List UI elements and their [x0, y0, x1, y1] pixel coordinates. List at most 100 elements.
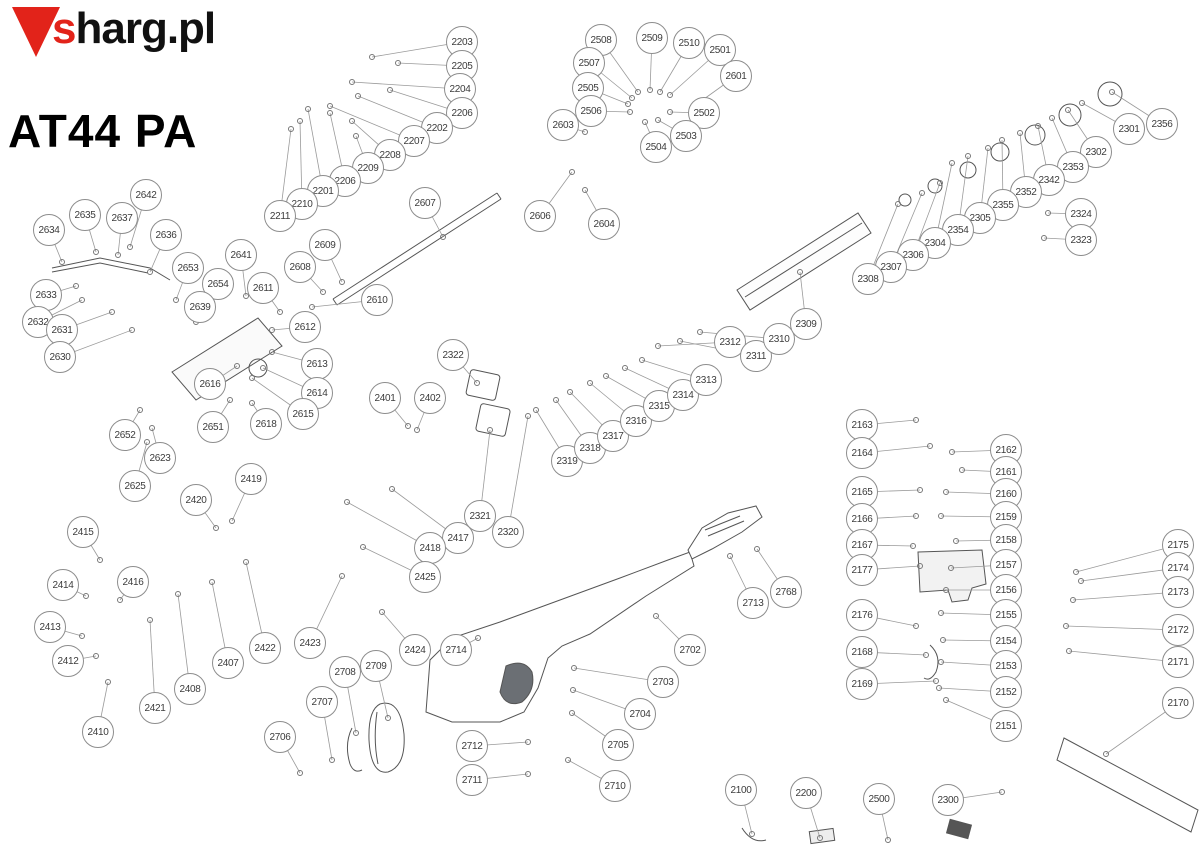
part-balloon-2420[interactable]: 2420 — [180, 484, 212, 516]
part-balloon-2163[interactable]: 2163 — [846, 409, 878, 441]
part-balloon-2705[interactable]: 2705 — [602, 729, 634, 761]
part-balloon-2177[interactable]: 2177 — [846, 554, 878, 586]
part-balloon-2314[interactable]: 2314 — [667, 379, 699, 411]
part-balloon-2173[interactable]: 2173 — [1162, 576, 1194, 608]
part-balloon-2206[interactable]: 2206 — [446, 97, 478, 129]
part-balloon-2709[interactable]: 2709 — [360, 650, 392, 682]
part-balloon-2703[interactable]: 2703 — [647, 666, 679, 698]
part-balloon-2200[interactable]: 2200 — [790, 777, 822, 809]
part-balloon-2419[interactable]: 2419 — [235, 463, 267, 495]
part-balloon-2423[interactable]: 2423 — [294, 627, 326, 659]
part-balloon-2322[interactable]: 2322 — [437, 339, 469, 371]
part-balloon-2308[interactable]: 2308 — [852, 263, 884, 295]
part-balloon-2641[interactable]: 2641 — [225, 239, 257, 271]
part-balloon-2631[interactable]: 2631 — [46, 314, 78, 346]
part-balloon-2706[interactable]: 2706 — [264, 721, 296, 753]
part-balloon-2714[interactable]: 2714 — [440, 634, 472, 666]
part-balloon-2603[interactable]: 2603 — [547, 109, 579, 141]
part-balloon-2510[interactable]: 2510 — [673, 27, 705, 59]
part-balloon-2708[interactable]: 2708 — [329, 656, 361, 688]
part-balloon-2635[interactable]: 2635 — [69, 199, 101, 231]
part-balloon-2300[interactable]: 2300 — [932, 784, 964, 816]
part-balloon-2169[interactable]: 2169 — [846, 668, 878, 700]
sharg-logo[interactable]: sharg.pl — [10, 4, 216, 61]
part-balloon-2606[interactable]: 2606 — [524, 200, 556, 232]
part-balloon-2410[interactable]: 2410 — [82, 716, 114, 748]
part-balloon-2651[interactable]: 2651 — [197, 411, 229, 443]
part-balloon-2418[interactable]: 2418 — [414, 532, 446, 564]
part-balloon-2710[interactable]: 2710 — [599, 770, 631, 802]
part-balloon-2168[interactable]: 2168 — [846, 636, 878, 668]
part-balloon-2503[interactable]: 2503 — [670, 120, 702, 152]
part-balloon-2301[interactable]: 2301 — [1113, 113, 1145, 145]
part-balloon-2610[interactable]: 2610 — [361, 284, 393, 316]
part-balloon-2702[interactable]: 2702 — [674, 634, 706, 666]
part-balloon-2509[interactable]: 2509 — [636, 22, 668, 54]
part-balloon-2412[interactable]: 2412 — [52, 645, 84, 677]
part-balloon-2707[interactable]: 2707 — [306, 686, 338, 718]
part-balloon-2618[interactable]: 2618 — [250, 408, 282, 440]
part-balloon-2636[interactable]: 2636 — [150, 219, 182, 251]
part-balloon-2172[interactable]: 2172 — [1162, 614, 1194, 646]
part-balloon-2323[interactable]: 2323 — [1065, 224, 1097, 256]
part-balloon-2211[interactable]: 2211 — [264, 200, 296, 232]
part-balloon-2713[interactable]: 2713 — [737, 587, 769, 619]
part-balloon-2712[interactable]: 2712 — [456, 730, 488, 762]
part-balloon-2176[interactable]: 2176 — [846, 599, 878, 631]
part-balloon-2500[interactable]: 2500 — [863, 783, 895, 815]
part-balloon-2615[interactable]: 2615 — [287, 398, 319, 430]
part-balloon-2611[interactable]: 2611 — [247, 272, 279, 304]
part-balloon-2504[interactable]: 2504 — [640, 131, 672, 163]
part-balloon-2315[interactable]: 2315 — [643, 390, 675, 422]
part-balloon-2609[interactable]: 2609 — [309, 229, 341, 261]
part-balloon-2152[interactable]: 2152 — [990, 676, 1022, 708]
part-balloon-2408[interactable]: 2408 — [174, 673, 206, 705]
part-balloon-2416[interactable]: 2416 — [117, 566, 149, 598]
part-balloon-2414[interactable]: 2414 — [47, 569, 79, 601]
part-balloon-2100[interactable]: 2100 — [725, 774, 757, 806]
part-balloon-2170[interactable]: 2170 — [1162, 687, 1194, 719]
part-balloon-2637[interactable]: 2637 — [106, 202, 138, 234]
part-balloon-2164[interactable]: 2164 — [846, 437, 878, 469]
part-balloon-2320[interactable]: 2320 — [492, 516, 524, 548]
part-balloon-2401[interactable]: 2401 — [369, 382, 401, 414]
part-balloon-2316[interactable]: 2316 — [620, 405, 652, 437]
part-balloon-2313[interactable]: 2313 — [690, 364, 722, 396]
part-balloon-2639[interactable]: 2639 — [184, 291, 216, 323]
part-balloon-2607[interactable]: 2607 — [409, 187, 441, 219]
part-balloon-2407[interactable]: 2407 — [212, 647, 244, 679]
part-balloon-2711[interactable]: 2711 — [456, 764, 488, 796]
part-balloon-2768[interactable]: 2768 — [770, 576, 802, 608]
part-balloon-2356[interactable]: 2356 — [1146, 108, 1178, 140]
part-balloon-2413[interactable]: 2413 — [34, 611, 66, 643]
part-balloon-2506[interactable]: 2506 — [575, 95, 607, 127]
part-balloon-2623[interactable]: 2623 — [144, 442, 176, 474]
part-balloon-2171[interactable]: 2171 — [1162, 646, 1194, 678]
part-balloon-2601[interactable]: 2601 — [720, 60, 752, 92]
part-balloon-2425[interactable]: 2425 — [409, 561, 441, 593]
part-balloon-2424[interactable]: 2424 — [399, 634, 431, 666]
part-balloon-2422[interactable]: 2422 — [249, 632, 281, 664]
part-balloon-2309[interactable]: 2309 — [790, 308, 822, 340]
part-balloon-2652[interactable]: 2652 — [109, 419, 141, 451]
part-balloon-2151[interactable]: 2151 — [990, 710, 1022, 742]
part-balloon-2616[interactable]: 2616 — [194, 368, 226, 400]
part-balloon-2704[interactable]: 2704 — [624, 698, 656, 730]
part-balloon-2417[interactable]: 2417 — [442, 522, 474, 554]
part-balloon-2630[interactable]: 2630 — [44, 341, 76, 373]
part-balloon-2612[interactable]: 2612 — [289, 311, 321, 343]
part-balloon-2604[interactable]: 2604 — [588, 208, 620, 240]
part-balloon-2653[interactable]: 2653 — [172, 252, 204, 284]
part-balloon-2613[interactable]: 2613 — [301, 348, 333, 380]
part-balloon-2633[interactable]: 2633 — [30, 279, 62, 311]
part-balloon-2421[interactable]: 2421 — [139, 692, 171, 724]
part-balloon-2354[interactable]: 2354 — [942, 214, 974, 246]
part-balloon-2310[interactable]: 2310 — [763, 323, 795, 355]
part-balloon-2608[interactable]: 2608 — [284, 251, 316, 283]
part-balloon-2625[interactable]: 2625 — [119, 470, 151, 502]
part-balloon-2415[interactable]: 2415 — [67, 516, 99, 548]
part-balloon-2642[interactable]: 2642 — [130, 179, 162, 211]
part-balloon-2402[interactable]: 2402 — [414, 382, 446, 414]
part-glyph — [582, 129, 588, 135]
part-balloon-2634[interactable]: 2634 — [33, 214, 65, 246]
